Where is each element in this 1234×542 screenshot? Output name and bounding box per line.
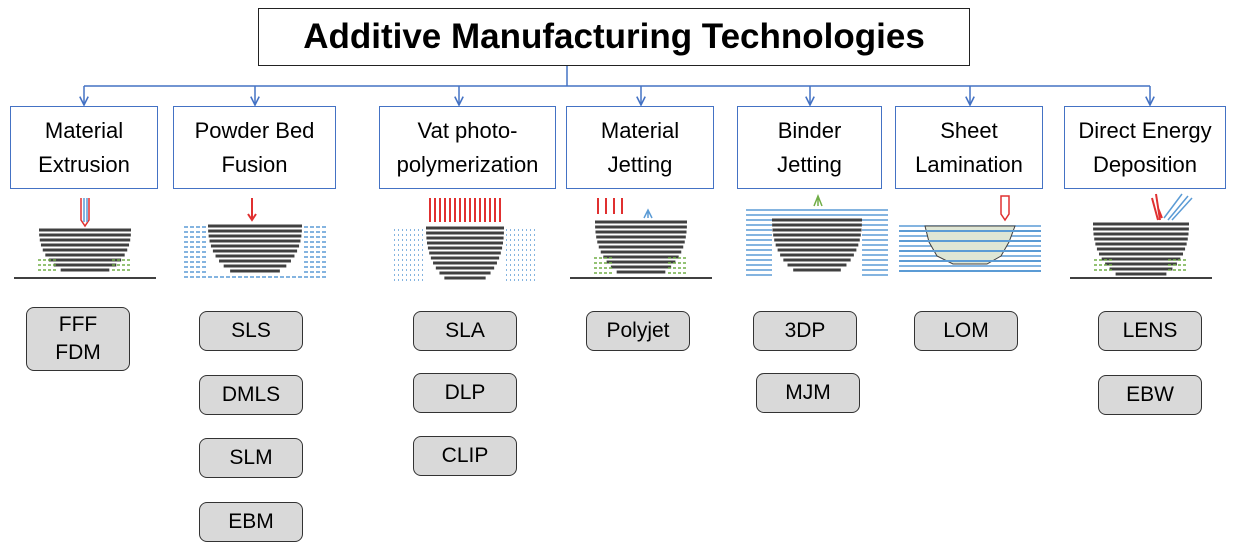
tech-label: SLS [231, 319, 271, 342]
tech-polyjet: Polyjet [586, 311, 690, 351]
part-area [772, 218, 862, 276]
tech-dmls: DMLS [199, 375, 303, 415]
category-material-extrusion: Material Extrusion [10, 106, 158, 189]
nozzle [80, 198, 90, 228]
tech-lom: LOM [914, 311, 1018, 351]
tech-label: MJM [785, 381, 831, 404]
tech-sls: SLS [199, 311, 303, 351]
tech-label-line1: FFF [58, 313, 98, 336]
jet-head [643, 208, 653, 219]
tech-clip: CLIP [413, 436, 517, 476]
category-label-line2: Jetting [607, 151, 673, 177]
page-title: Additive Manufacturing Technologies [258, 8, 970, 66]
tech-label: DMLS [221, 383, 281, 406]
category-material-jetting: Material Jetting [566, 106, 714, 189]
tech-ebw: EBW [1098, 375, 1202, 415]
tech-ebm: EBM [199, 502, 303, 542]
energy-beam [1151, 193, 1163, 221]
tech-lens: LENS [1098, 311, 1202, 351]
tech-label: EBW [1126, 383, 1174, 406]
category-label-line1: Direct Energy [1078, 117, 1212, 143]
filament [83, 198, 88, 222]
vat-photopolymerization-illustration [394, 198, 536, 284]
category-powder-bed-fusion: Powder Bed Fusion [173, 106, 336, 189]
laser-beam [247, 198, 257, 222]
tech-label: CLIP [441, 444, 489, 467]
tech-mjm: MJM [756, 373, 860, 413]
category-label-line2: Deposition [1093, 151, 1197, 177]
category-label-line2: Fusion [221, 151, 288, 177]
tech-dlp: DLP [413, 373, 517, 413]
category-label-line1: Vat photo- [417, 117, 518, 143]
material-jetting-illustration [570, 198, 712, 279]
category-label-line1: Material [44, 117, 124, 143]
tech-label: SLM [229, 446, 273, 469]
part-area [426, 226, 504, 284]
direct-energy-deposition-illustration [1070, 193, 1212, 279]
material-extrusion-illustration [14, 198, 156, 279]
tech-slm: SLM [199, 438, 303, 478]
category-vat-photopolymerization: Vat photo- polymerization [379, 106, 556, 189]
tech-label: EBM [228, 510, 274, 533]
category-label-line2: Extrusion [38, 151, 130, 177]
tech-label: Polyjet [606, 319, 670, 342]
category-direct-energy-deposition: Direct Energy Deposition [1064, 106, 1226, 189]
category-label-line2: Lamination [915, 151, 1023, 177]
tech-label: 3DP [784, 319, 826, 342]
binder-jetting-illustration [746, 193, 888, 276]
category-sheet-lamination: Sheet Lamination [895, 106, 1043, 189]
sheet-lamination-illustration [899, 195, 1041, 272]
binder-head [813, 193, 823, 207]
powder-bed-fusion-illustration [184, 198, 326, 278]
tech-label-line2: FDM [55, 341, 101, 364]
tech-3dp: 3DP [753, 311, 857, 351]
category-label-line1: Binder [777, 117, 842, 143]
category-binder-jetting: Binder Jetting [737, 106, 882, 189]
cutter [1000, 195, 1010, 222]
tech-sla: SLA [413, 311, 517, 351]
powder-nozzle [1163, 193, 1193, 221]
category-label-line1: Sheet [940, 117, 998, 143]
tech-label: LENS [1122, 319, 1178, 342]
category-label-line2: Jetting [777, 151, 842, 177]
category-label-line2: polymerization [396, 151, 539, 177]
tech-label: SLA [445, 319, 485, 342]
tech-label: DLP [444, 381, 486, 404]
tech-label: LOM [943, 319, 989, 342]
category-label-line1: Powder Bed [194, 117, 315, 143]
tech-fff-fdm: FFF FDM [26, 307, 130, 371]
category-label-line1: Material [600, 117, 680, 143]
